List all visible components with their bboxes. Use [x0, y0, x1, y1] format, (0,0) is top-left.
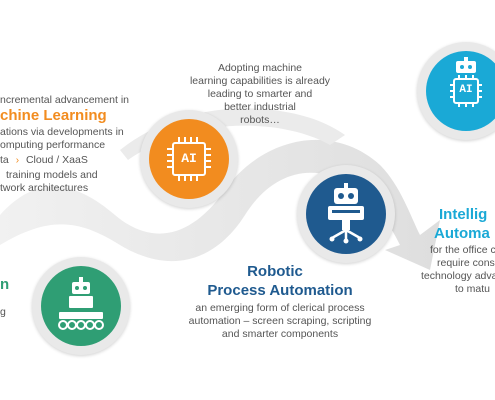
ai-chip-icon	[167, 137, 211, 181]
ml-chip-label: AI	[181, 151, 197, 166]
ai-robot-icon	[450, 57, 482, 107]
callout-line-2: learning capabilities is already	[189, 75, 331, 87]
callout-line-5: robots…	[240, 114, 280, 126]
ml-icon-circle: AI	[149, 119, 229, 199]
ia-desc-line-1: for the office c	[430, 244, 495, 256]
ia-desc-line-2: require consi	[437, 257, 495, 269]
callout-line-3: leading to smarter and	[207, 88, 313, 100]
ia-title-line-1: Intellig	[439, 206, 488, 223]
ml-line-3: training models and	[6, 169, 98, 181]
ml-intro: ncremental advancement in	[0, 94, 129, 106]
ia-chip-label: AI	[459, 84, 473, 96]
left-stage-title: n	[0, 276, 10, 293]
rpa-desc-line-3: and smarter components	[221, 328, 339, 340]
rpa-icon-circle	[306, 174, 386, 254]
rpa-title-line-1: Robotic	[247, 263, 303, 280]
ml-tag-1: ta	[0, 154, 9, 166]
ia-desc-line-3: technology adva	[421, 270, 495, 282]
ml-tags: ta › Cloud / XaaS	[0, 154, 88, 167]
ml-line-1: ations via developments in	[0, 126, 124, 138]
ml-tag-2: Cloud / XaaS	[25, 154, 88, 166]
chevron-right-icon: ›	[15, 155, 20, 166]
ml-title: chine Learning	[0, 107, 107, 124]
rpa-desc-line-2: automation – screen scraping, scripting	[188, 315, 372, 327]
rpa-desc-line-1: an emerging form of clerical process	[195, 302, 365, 314]
ml-line-4: twork architectures	[0, 182, 89, 194]
rpa-title-line-2: Process Automation	[207, 282, 353, 299]
assembly-line-robot-icon	[58, 277, 104, 330]
ia-title-line-2: Automa	[434, 225, 490, 242]
left-stage-desc: g	[0, 306, 6, 318]
ia-desc-line-4: to matu	[455, 283, 491, 295]
ml-line-2: omputing performance	[0, 139, 106, 151]
callout-line-1: Adopting machine	[217, 62, 303, 74]
office-robot-icon	[328, 183, 364, 244]
callout-line-4: better industrial	[224, 101, 296, 113]
ia-icon-circle: AI	[426, 51, 495, 131]
left-icon-circle	[41, 266, 121, 346]
